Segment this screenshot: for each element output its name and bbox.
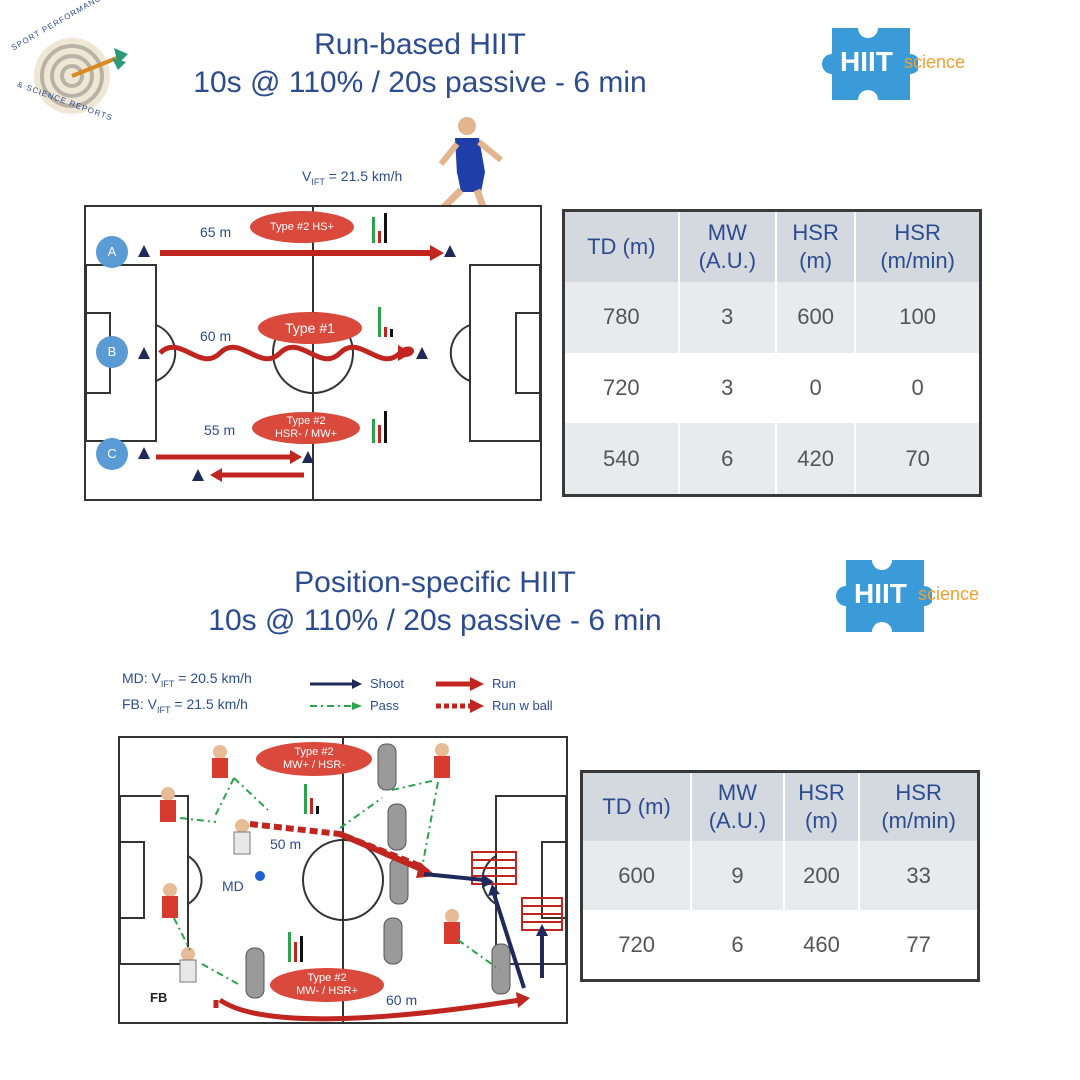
fb-label: FB	[150, 990, 168, 1005]
header-hsr: HSR(m)	[775, 212, 857, 282]
drill-b-distance: 60 m	[200, 328, 232, 344]
header-td-2: TD (m)	[583, 773, 693, 841]
drill-a-marker: A	[96, 236, 128, 268]
drill-c-distance: 55 m	[204, 422, 236, 438]
section2-title: Position-specific HIIT 10s @ 110% / 20s …	[0, 564, 870, 640]
hiit-logo-sub: science	[904, 52, 966, 72]
section2-title-line1: Position-specific HIIT	[294, 566, 576, 599]
section1-vift: VIFT = 21.5 km/h	[302, 168, 403, 187]
header-td: TD (m)	[565, 212, 680, 282]
drill-b-marker: B	[96, 336, 128, 368]
section1-title: Run-based HIIT 10s @ 110% / 20s passive …	[0, 26, 840, 102]
section2-title-line2: 10s @ 110% / 20s passive - 6 min	[208, 604, 662, 637]
legend-pass: Pass	[370, 698, 399, 713]
drill-c-marker: C	[96, 438, 128, 470]
hiit-logo-sub-2: science	[918, 584, 980, 604]
drill-a-distance: 65 m	[200, 224, 232, 240]
header-hsr-min-2: HSR(m/min)	[859, 773, 977, 841]
legend-run-ball: Run w ball	[492, 698, 553, 713]
fb-drill-type: Type #2 MW- / HSR+	[270, 968, 384, 1002]
md-distance: 50 m	[270, 836, 302, 852]
hiit-science-logo-2: HIIT science	[832, 556, 992, 634]
legend: Shoot Pass Run Run w ball	[306, 672, 566, 716]
hiit-logo-main-2: HIIT	[854, 578, 907, 609]
header-mw-2: MW(A.U.)	[691, 773, 785, 841]
drill-b-type: Type #1	[258, 312, 362, 344]
hiit-science-logo: HIIT science	[818, 24, 978, 102]
header-hsr-min: HSR(m/min)	[855, 212, 979, 282]
drill-a-type: Type #2 HS+	[250, 211, 354, 243]
sport-performance-badge	[14, 18, 134, 128]
pitch-diagram-1	[84, 205, 542, 501]
section1-title-line1: Run-based HIIT	[314, 28, 526, 61]
fb-vift: FB: VIFT = 21.5 km/h	[122, 696, 248, 715]
md-label: MD	[222, 878, 244, 894]
hiit-logo-main: HIIT	[840, 46, 893, 77]
header-hsr-2: HSR(m)	[783, 773, 861, 841]
md-drill-type: Type #2 MW+ / HSR-	[256, 742, 372, 776]
legend-run: Run	[492, 676, 516, 691]
section1-title-line2: 10s @ 110% / 20s passive - 6 min	[193, 66, 647, 99]
drill-c-type: Type #2 HSR- / MW+	[252, 412, 360, 444]
header-mw: MW(A.U.)	[678, 212, 777, 282]
legend-shoot: Shoot	[370, 676, 404, 691]
md-vift: MD: VIFT = 20.5 km/h	[122, 670, 252, 689]
fb-distance: 60 m	[386, 992, 418, 1008]
